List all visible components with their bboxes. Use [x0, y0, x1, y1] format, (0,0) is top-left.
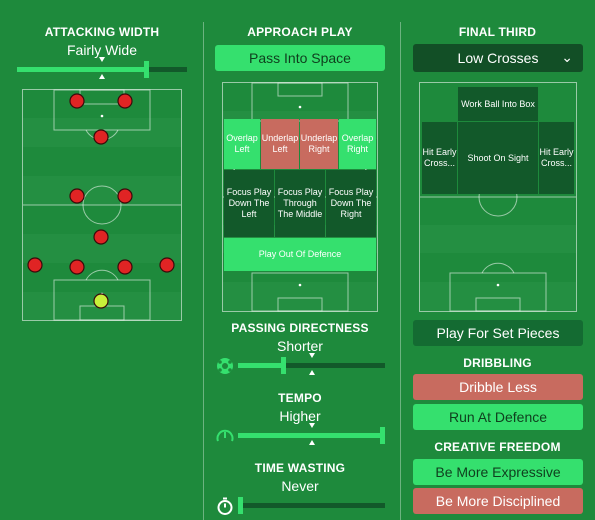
stopwatch-icon: [217, 497, 233, 515]
slider-mark-top: [309, 353, 315, 358]
passing-directness-slider[interactable]: [217, 353, 385, 379]
slider-handle[interactable]: [144, 61, 149, 78]
zone-underlap-right[interactable]: Underlap Right: [300, 119, 338, 169]
player-centre-back-right[interactable]: [117, 259, 133, 275]
attacking-width-value: Fairly Wide: [66, 42, 137, 58]
tempo-value: Higher: [279, 408, 321, 424]
attacking-width-slider[interactable]: [17, 57, 187, 83]
dribble-less-button[interactable]: Dribble Less: [413, 374, 583, 400]
slider-handle[interactable]: [380, 427, 385, 444]
play-for-set-pieces-button[interactable]: Play For Set Pieces: [413, 320, 583, 346]
attacking-width-heading: ATTACKING WIDTH: [44, 25, 160, 39]
player-centre-back-left[interactable]: [69, 259, 85, 275]
tempo-slider[interactable]: [216, 423, 385, 449]
slider-mark-bottom: [309, 370, 315, 375]
passing-directness-heading: PASSING DIRECTNESS: [231, 321, 369, 335]
pass-into-space-button[interactable]: Pass Into Space: [215, 45, 385, 71]
run-at-defence-button[interactable]: Run At Defence: [413, 404, 583, 430]
player-goalkeeper[interactable]: [93, 293, 109, 309]
column-divider-right: [400, 22, 401, 520]
tempo-heading: TEMPO: [278, 391, 322, 405]
zone-overlap-right[interactable]: Overlap Right: [339, 119, 376, 169]
be-more-expressive-button[interactable]: Be More Expressive: [413, 459, 583, 485]
football-icon: [217, 358, 233, 374]
zone-underlap-left[interactable]: Underlap Left: [261, 119, 299, 169]
time-wasting-heading: TIME WASTING: [254, 461, 346, 475]
player-defensive-mid[interactable]: [93, 229, 109, 245]
approach-play-pitch: Overlap Left Underlap Left Underlap Righ…: [222, 82, 378, 312]
zone-work-ball-into-box[interactable]: Work Ball Into Box: [458, 87, 538, 121]
zone-shoot-on-sight[interactable]: Shoot On Sight: [458, 122, 538, 194]
slider-handle[interactable]: [238, 497, 243, 514]
time-wasting-value: Never: [281, 478, 319, 494]
chevron-down-icon: ⌄: [561, 49, 573, 65]
slider-mark-top: [99, 57, 105, 62]
slider-mark-bottom: [309, 440, 315, 445]
zone-focus-right[interactable]: Focus Play Down The Right: [326, 170, 376, 237]
zone-hit-early-cross-right[interactable]: Hit Early Cross...: [539, 122, 574, 194]
time-wasting-slider[interactable]: [217, 493, 385, 519]
slider-mark-bottom: [99, 74, 105, 79]
final-third-heading: FINAL THIRD: [458, 25, 537, 39]
approach-play-heading: APPROACH PLAY: [247, 25, 353, 39]
formation-pitch: [22, 89, 182, 321]
slider-fill: [238, 433, 383, 438]
player-right-back[interactable]: [159, 257, 175, 273]
creative-freedom-heading: CREATIVE FREEDOM: [434, 440, 561, 454]
player-striker-right[interactable]: [117, 93, 133, 109]
zone-hit-early-cross-left[interactable]: Hit Early Cross...: [422, 122, 457, 194]
final-third-dropdown[interactable]: Low Crosses ⌄: [413, 44, 583, 72]
column-divider-left: [203, 22, 204, 520]
zone-overlap-left[interactable]: Overlap Left: [224, 119, 260, 169]
dropdown-selected-value: Low Crosses: [457, 50, 539, 66]
zone-focus-middle[interactable]: Focus Play Through The Middle: [275, 170, 325, 237]
player-striker-left[interactable]: [69, 93, 85, 109]
passing-directness-value: Shorter: [277, 338, 323, 354]
slider-mark-top: [309, 423, 315, 428]
zone-play-out-of-defence[interactable]: Play Out Of Defence: [224, 238, 376, 271]
slider-fill: [17, 67, 147, 72]
player-left-back[interactable]: [27, 257, 43, 273]
final-third-pitch: Work Ball Into Box Hit Early Cross... Sh…: [419, 82, 577, 312]
slider-handle[interactable]: [281, 357, 286, 374]
player-central-mid-right[interactable]: [117, 188, 133, 204]
player-central-mid-left[interactable]: [69, 188, 85, 204]
be-more-disciplined-button[interactable]: Be More Disciplined: [413, 488, 583, 514]
zone-focus-left[interactable]: Focus Play Down The Left: [224, 170, 274, 237]
player-attacking-mid[interactable]: [93, 129, 109, 145]
slider-fill: [238, 363, 284, 368]
tempo-gauge-icon: [216, 429, 234, 442]
dribbling-heading: DRIBBLING: [463, 356, 532, 370]
